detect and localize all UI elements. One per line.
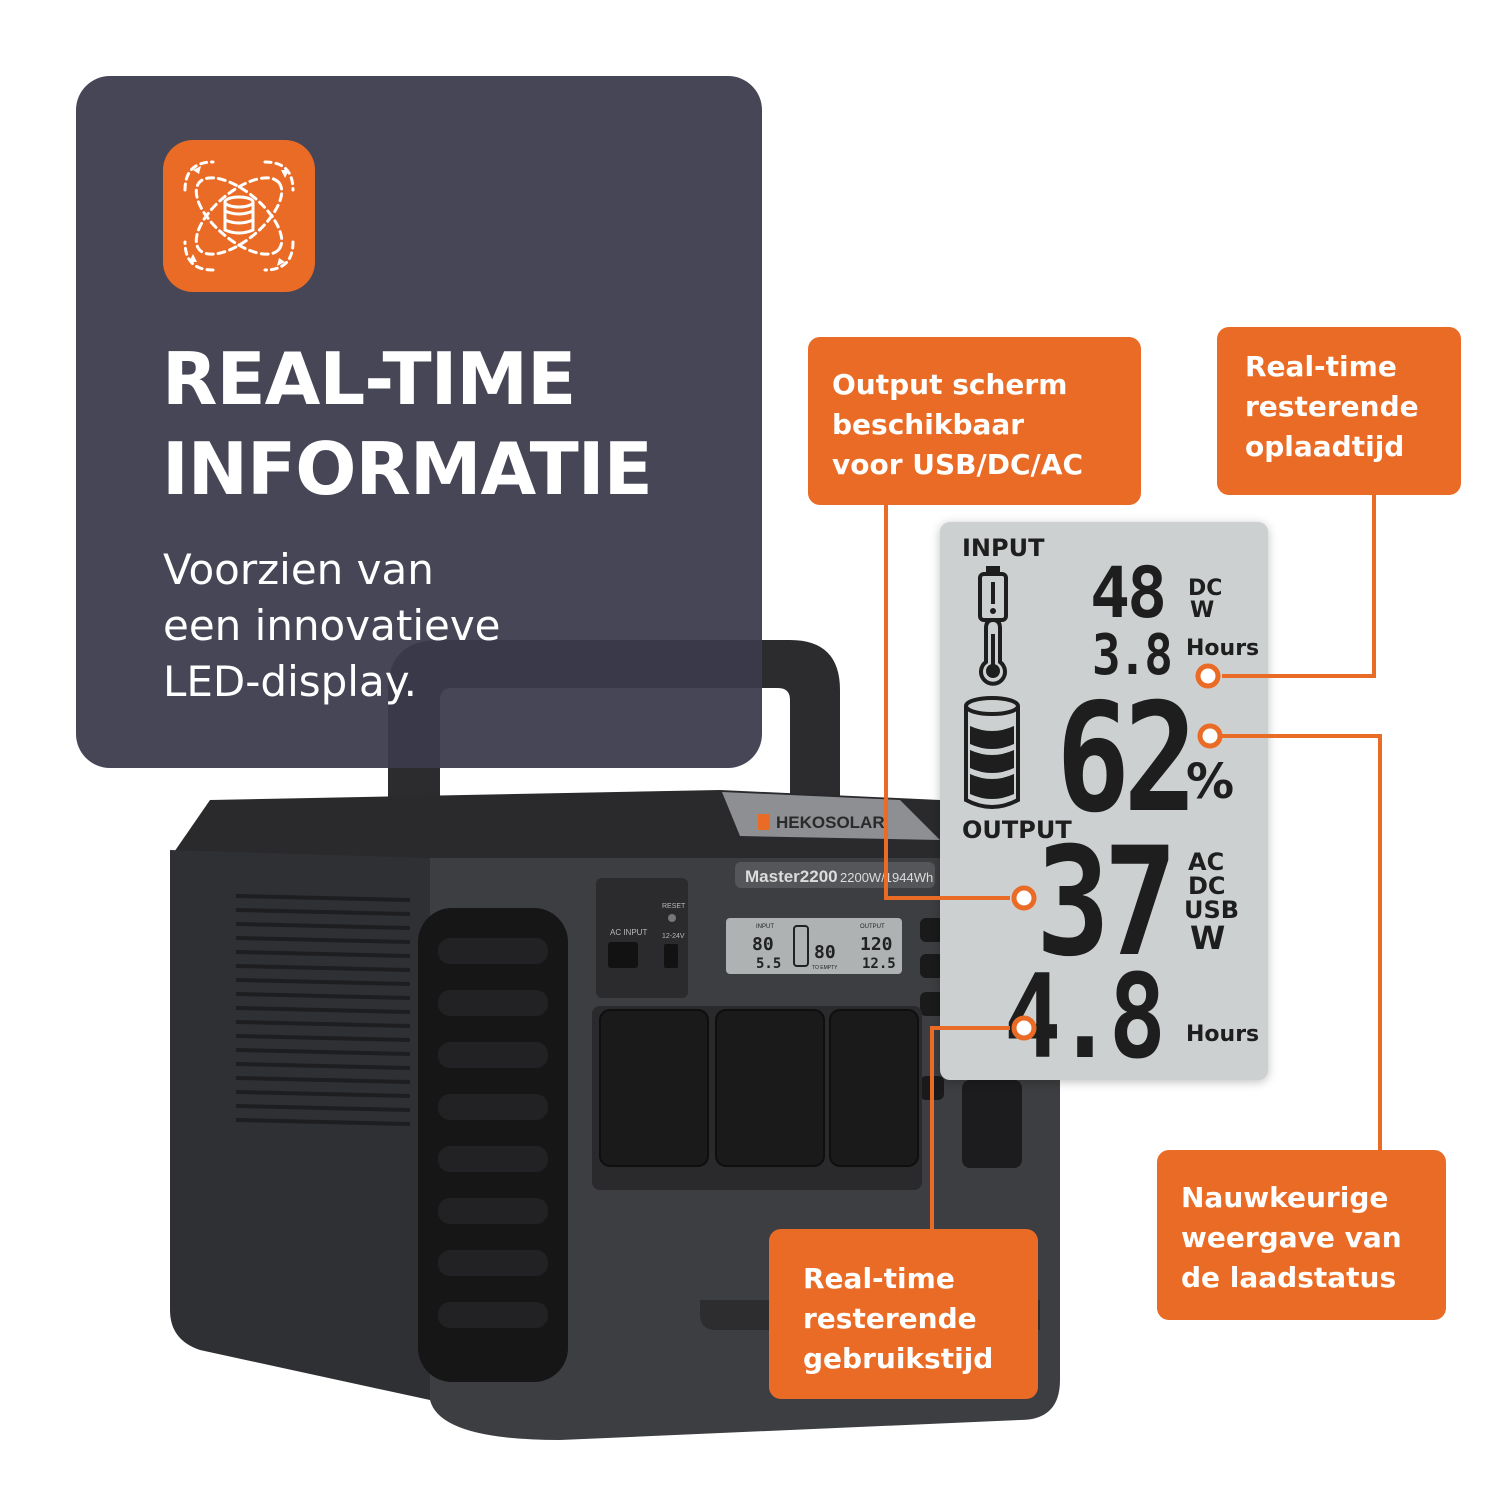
side-port-cover[interactable] [962, 1080, 1022, 1168]
power-button[interactable] [920, 918, 944, 942]
callout-line: resterende [1245, 390, 1419, 423]
light-button[interactable] [920, 954, 944, 978]
vent-grille [235, 894, 411, 1126]
dc-label: 12-24V [662, 933, 685, 940]
brand-text: HEKOSOLAR [776, 813, 885, 832]
callout-line: resterende [803, 1302, 977, 1335]
brand-logo-mark [758, 814, 770, 830]
mini-display [726, 918, 902, 974]
mini-empty-label: TO EMPTY [812, 965, 838, 971]
ac-outlet[interactable] [829, 1009, 919, 1167]
panel-subtitle: Voorzien van een innovatieve LED-display… [163, 542, 501, 710]
left-side-body [170, 850, 430, 1400]
lcd-percent-sign: % [1186, 754, 1235, 810]
subtitle-line: een innovatieve [163, 601, 501, 650]
lcd-input-hours: 3.8 [1092, 623, 1173, 688]
reset-button[interactable] [668, 914, 676, 922]
callout-line: Output scherm [832, 368, 1068, 401]
battery-level-icon [964, 696, 1020, 809]
callout-line: beschikbaar [832, 408, 1025, 441]
battery-data-sync-icon [163, 140, 315, 292]
mini-input-hours: 5.5 [756, 956, 781, 972]
ac-outlets [599, 1009, 919, 1167]
mini-input-watts: 80 [752, 934, 774, 955]
model-spec: 2200W/1944Wh [840, 870, 933, 885]
mode-button[interactable] [920, 992, 944, 1016]
callout-line: Real-time [803, 1262, 955, 1295]
title-line: INFORMATIE [162, 427, 653, 511]
lcd-battery-percent: 62 [1056, 672, 1198, 846]
model-text: Master2200 [745, 867, 838, 886]
info-panel: REAL-TIME INFORMATIE Voorzien van een in… [76, 76, 762, 768]
callout-charge-status: Nauwkeurige weergave van de laadstatus [1157, 1150, 1446, 1320]
callout-output-screen: Output scherm beschikbaar voor USB/DC/AC [808, 337, 1141, 505]
callout-line: voor USB/DC/AC [832, 448, 1083, 481]
lcd-input-label: INPUT [962, 534, 1045, 562]
callout-line: de laadstatus [1181, 1261, 1397, 1294]
mini-output-hours: 12.5 [862, 956, 896, 972]
lcd-input-unit-dc: DC [1188, 576, 1223, 601]
callout-line: gebruikstijd [803, 1342, 994, 1375]
subtitle-line: LED-display. [163, 657, 417, 706]
dc-input-port[interactable] [664, 944, 678, 968]
callout-line: Real-time [1245, 350, 1397, 383]
mini-battery-icon [793, 925, 809, 967]
mini-battery-percent: 80 [814, 942, 836, 963]
lcd-output-watts: 37 [1036, 816, 1178, 990]
lcd-output-unit-ac: AC [1188, 848, 1225, 876]
mini-input-label: INPUT [756, 924, 774, 930]
callout-line: Nauwkeurige [1181, 1181, 1389, 1214]
callout-line: oplaadtijd [1245, 430, 1405, 463]
title-line: REAL-TIME [162, 337, 576, 421]
lcd-output-unit-dc: DC [1188, 872, 1226, 900]
lcd-input-watts: 48 [1090, 552, 1167, 634]
ac-outlet[interactable] [599, 1009, 709, 1167]
reset-label: RESET [662, 903, 686, 910]
lcd-output-hours-unit: Hours [1186, 1022, 1260, 1047]
callout-line: weergave van [1181, 1221, 1402, 1254]
subtitle-line: Voorzien van [163, 545, 434, 594]
lcd-input-unit-w: W [1190, 598, 1215, 623]
callout-usage-time: Real-time resterende gebruikstijd [769, 1229, 1038, 1399]
ac-outlet[interactable] [715, 1009, 825, 1167]
mini-output-watts: 120 [860, 934, 893, 955]
ac-input-label: AC INPUT [610, 928, 647, 937]
page-title: REAL-TIME INFORMATIE [162, 334, 653, 514]
lcd-input-hours-unit: Hours [1186, 636, 1260, 661]
lcd-output-unit-w: W [1190, 919, 1226, 957]
ac-input-port[interactable] [608, 942, 638, 968]
battery-data-sync-glyph [183, 160, 295, 272]
mini-output-label: OUTPUT [860, 924, 885, 930]
lcd-output-hours: 4.8 [1004, 950, 1166, 1080]
bumper-grooves [438, 938, 548, 1328]
callout-charge-time: Real-time resterende oplaadtijd [1217, 327, 1461, 495]
lcd-zoom: INPUT 48 DC W 3.8 Hours 62 % OUTPUT 37 A… [940, 522, 1268, 1080]
